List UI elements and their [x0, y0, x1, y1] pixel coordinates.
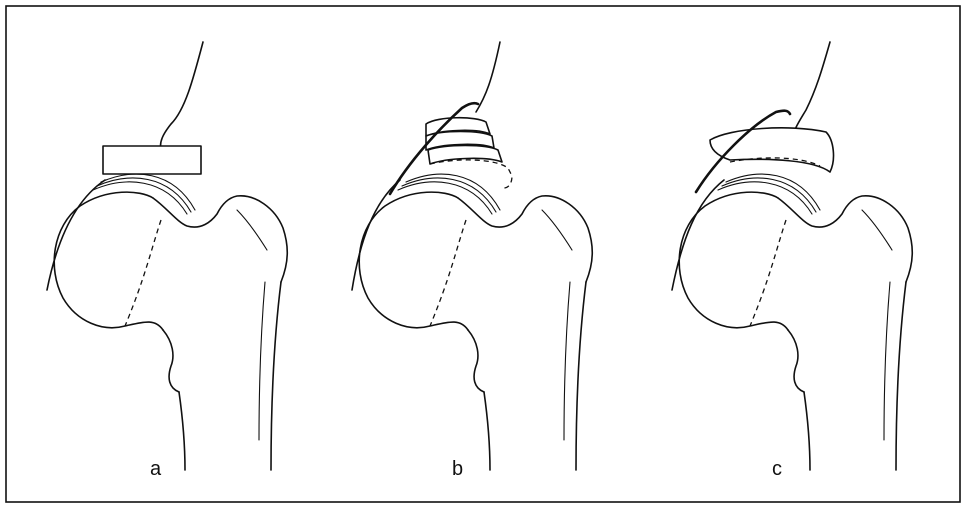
panel-a: a	[47, 42, 287, 480]
ilium-line-c	[794, 42, 830, 132]
femur-outline-c	[679, 192, 912, 470]
bone-block-graft	[103, 146, 201, 174]
shelf-layer-3	[428, 146, 502, 165]
panel-label-c: c	[772, 458, 782, 480]
ilium-line-b	[476, 42, 500, 112]
femur-outline-b	[359, 192, 592, 470]
panel-label-a: a	[150, 458, 162, 480]
ilium-line-a	[160, 42, 203, 150]
panel-b: b	[352, 42, 592, 480]
figure-frame	[6, 6, 960, 502]
panel-label-b: b	[452, 458, 463, 480]
femur-outline-a	[54, 192, 287, 470]
panel-c: c	[672, 42, 912, 480]
